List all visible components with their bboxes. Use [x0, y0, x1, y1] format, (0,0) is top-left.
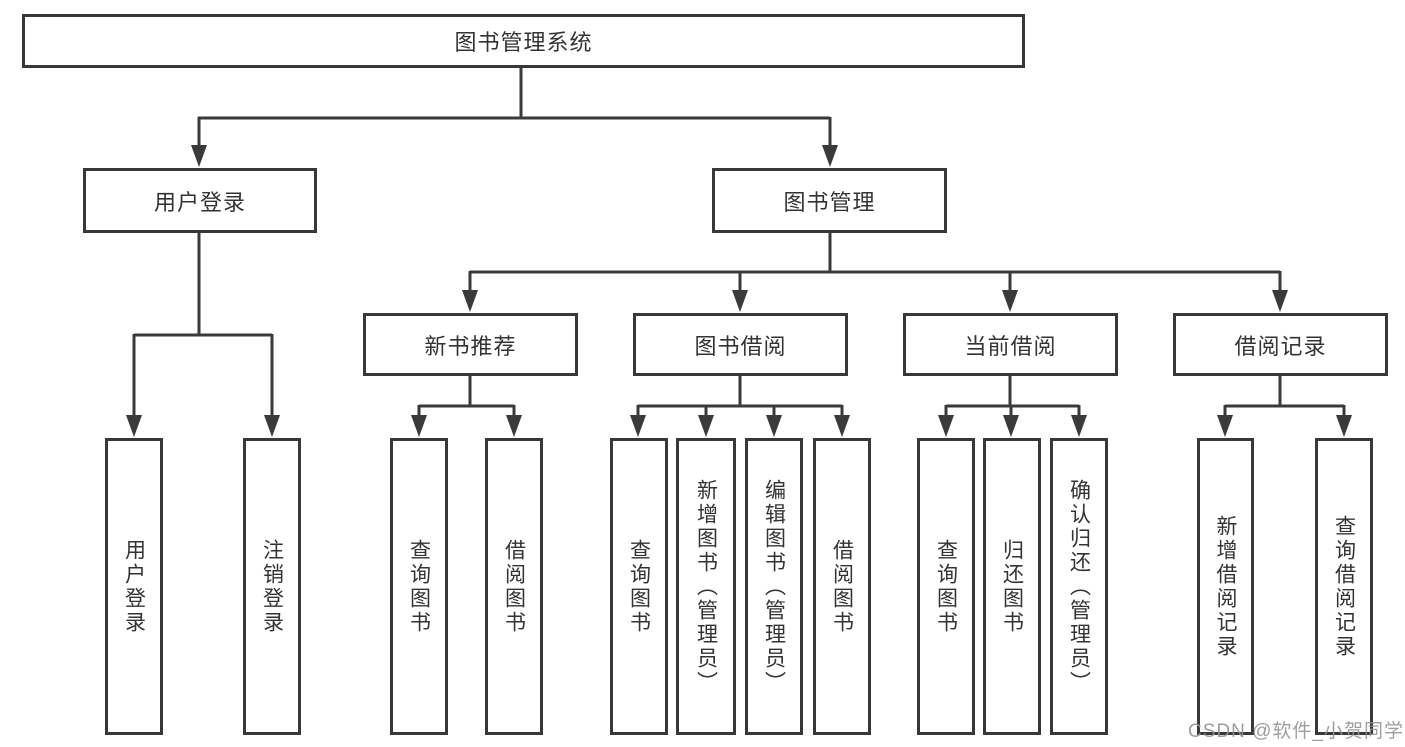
- arrow-icon: [462, 290, 478, 312]
- arrow-icon: [1272, 290, 1288, 312]
- node-user-login: 用户登录: [83, 168, 317, 233]
- leaf-confirm-return-admin: 确认归还（管理员）: [1050, 438, 1108, 735]
- node-current-borrowing: 当前借阅: [903, 313, 1118, 376]
- leaf-label: 用户登录: [122, 538, 146, 635]
- arrow-icon: [1217, 415, 1233, 437]
- leaf-label: 确认归还（管理员）: [1067, 478, 1091, 695]
- arrowheads: [126, 145, 1352, 437]
- leaf-label: 借阅图书: [830, 538, 854, 635]
- leaf-label: 查询图书: [627, 538, 651, 635]
- node-book-borrowing: 图书借阅: [633, 313, 848, 376]
- arrow-icon: [732, 290, 748, 312]
- leaf-borrow-books: 借阅图书: [485, 438, 543, 735]
- connector-root-to-level1: [197, 66, 832, 148]
- leaf-return-books: 归还图书: [983, 438, 1041, 735]
- leaf-label: 查询图书: [934, 538, 958, 635]
- connector-mgmt-to-level2: [468, 232, 1282, 293]
- leaf-label: 新增图书（管理员）: [694, 478, 718, 695]
- arrow-icon: [411, 415, 427, 437]
- leaf-label: 注销登录: [260, 538, 284, 635]
- leaf-logout: 注销登录: [243, 438, 301, 735]
- leaf-add-borrow-record: 新增借阅记录: [1197, 438, 1254, 735]
- node-library-management-system: 图书管理系统: [22, 14, 1025, 68]
- arrow-icon: [1336, 415, 1352, 437]
- arrow-icon: [698, 415, 714, 437]
- arrow-icon: [126, 415, 142, 437]
- connector-newbooks-to-leaves: [417, 375, 516, 418]
- leaf-label: 编辑图书（管理员）: [762, 478, 786, 695]
- arrow-icon: [938, 415, 954, 437]
- arrow-icon: [264, 415, 280, 437]
- csdn-watermark: CSDN @软件_小贺同学: [1188, 721, 1404, 742]
- arrow-icon: [1071, 415, 1087, 437]
- leaf-query-books: 查询图书: [917, 438, 975, 735]
- leaf-label: 借阅图书: [502, 538, 526, 635]
- arrow-icon: [630, 415, 646, 437]
- node-new-book-recommend: 新书推荐: [363, 313, 578, 376]
- leaf-add-books-admin: 新增图书（管理员）: [676, 438, 736, 735]
- leaf-user-login: 用户登录: [105, 438, 163, 735]
- arrow-icon: [1003, 415, 1019, 437]
- node-book-management: 图书管理: [712, 168, 947, 233]
- leaf-query-borrow-record: 查询借阅记录: [1315, 438, 1373, 735]
- arrow-icon: [506, 415, 522, 437]
- arrow-icon: [1002, 290, 1018, 312]
- leaf-edit-books-admin: 编辑图书（管理员）: [745, 438, 803, 735]
- node-borrow-records: 借阅记录: [1173, 313, 1388, 376]
- connector-currentborrow-to-leaves: [944, 375, 1081, 418]
- connector-bookborrow-to-leaves: [636, 375, 844, 418]
- leaf-label: 查询图书: [407, 538, 431, 635]
- arrow-icon: [822, 145, 838, 167]
- connector-login-to-leaves: [132, 232, 274, 418]
- leaf-label: 归还图书: [1000, 538, 1024, 635]
- leaf-label: 查询借阅记录: [1332, 514, 1356, 659]
- leaf-borrow-books: 借阅图书: [813, 438, 871, 735]
- arrow-icon: [191, 145, 207, 167]
- leaf-query-books: 查询图书: [390, 438, 448, 735]
- leaf-query-books: 查询图书: [610, 438, 668, 735]
- connector-records-to-leaves: [1223, 375, 1346, 418]
- leaf-label: 新增借阅记录: [1214, 514, 1238, 659]
- arrow-icon: [766, 415, 782, 437]
- arrow-icon: [834, 415, 850, 437]
